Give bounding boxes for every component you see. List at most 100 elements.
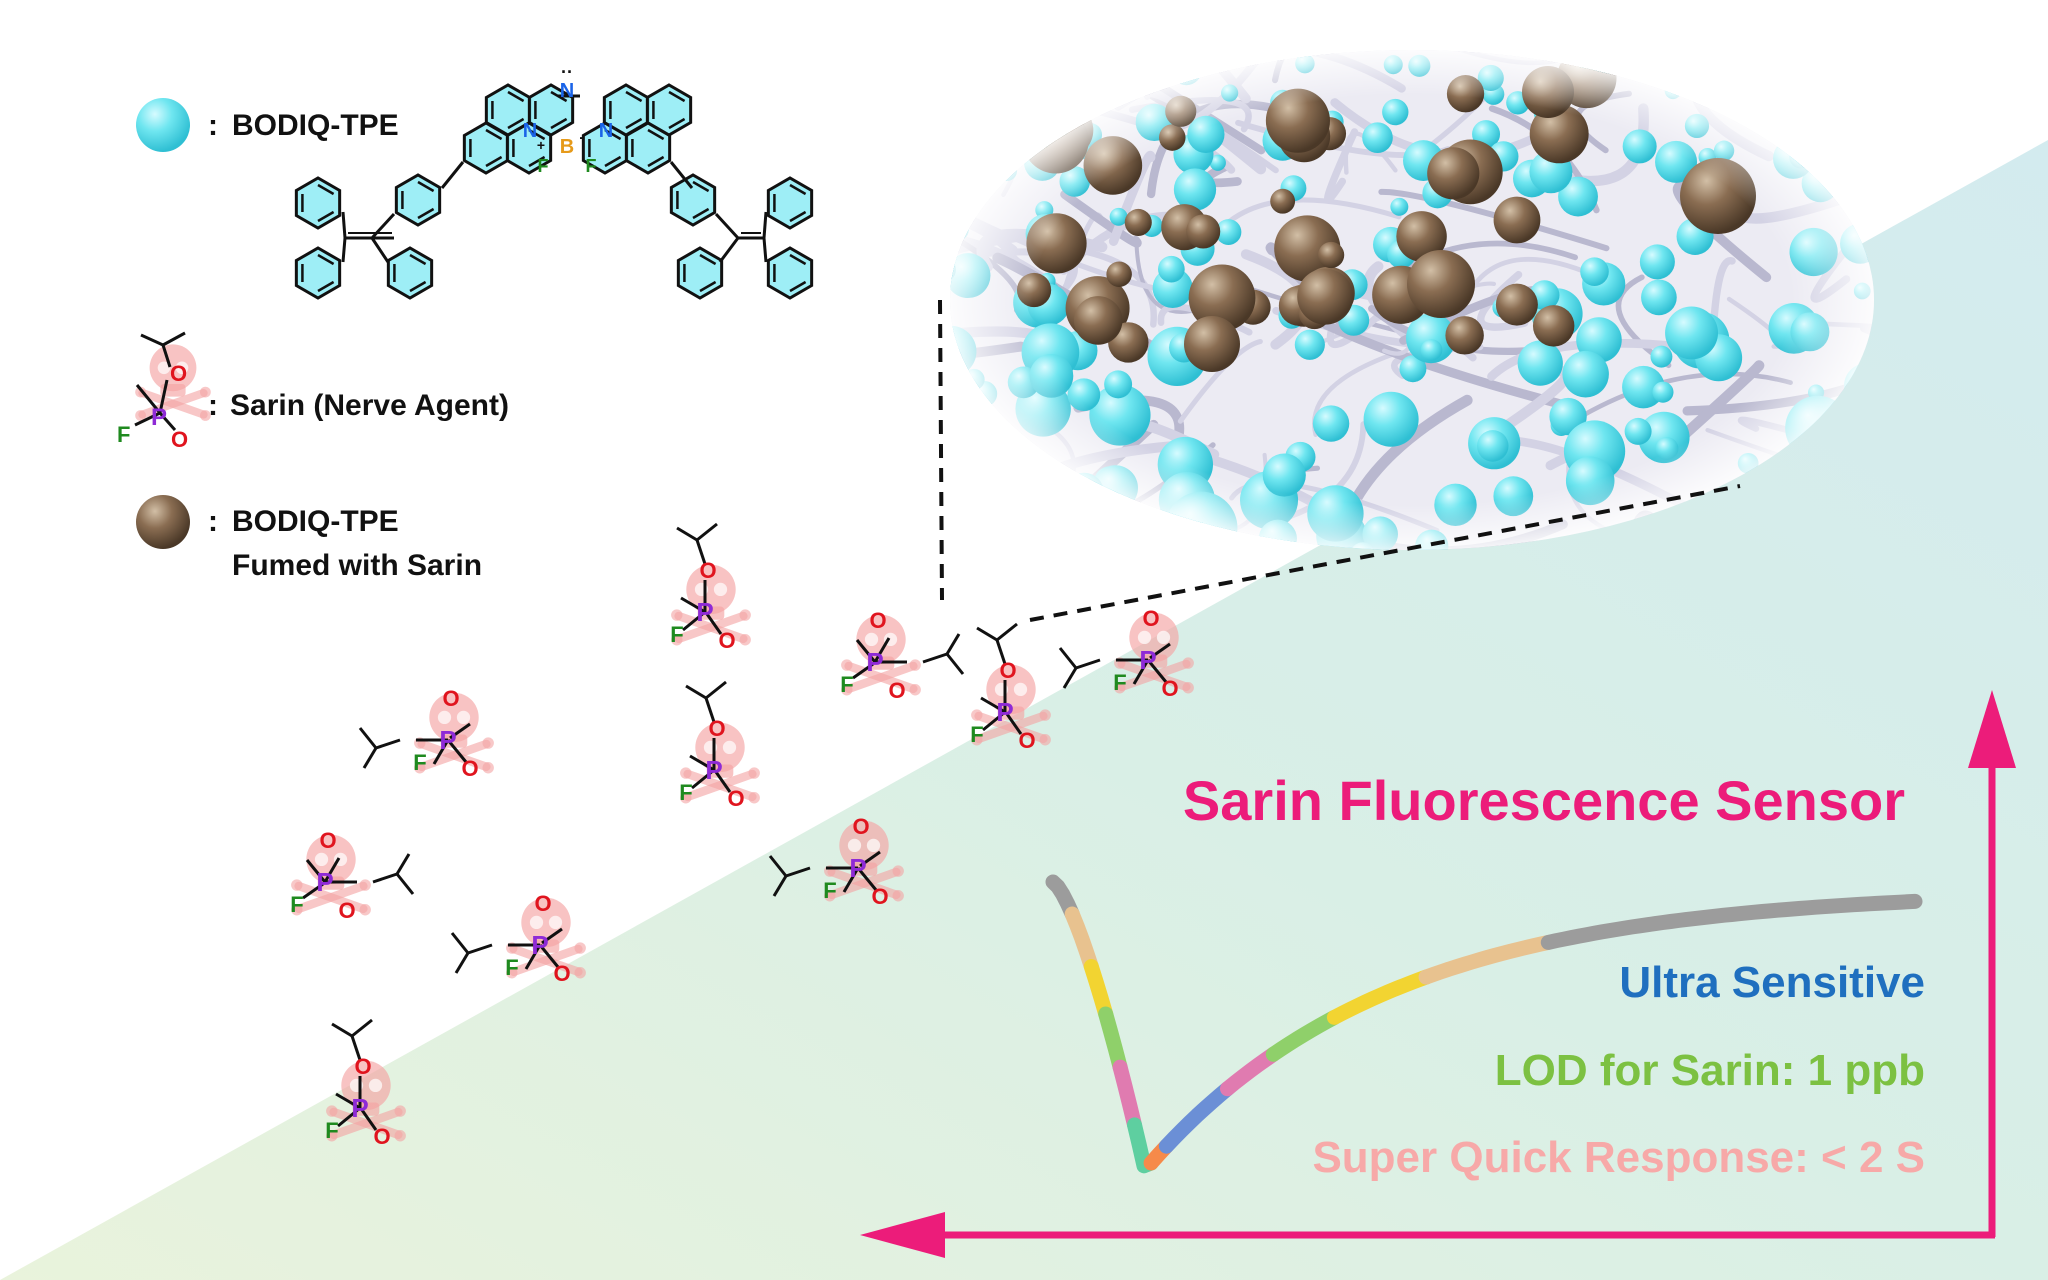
brown-sphere-icon: [136, 495, 190, 549]
bond: [440, 161, 465, 189]
benzene-ring: [645, 83, 693, 137]
bond: [395, 873, 415, 895]
bond: [852, 662, 874, 680]
cyan-sphere: [950, 534, 978, 550]
bond: [945, 633, 961, 655]
curve-segment: [1098, 1006, 1128, 1075]
legend-atom-p: P: [151, 404, 167, 431]
bond: [762, 211, 768, 239]
sarin-skeleton: [1058, 642, 1171, 689]
bond: [375, 738, 401, 750]
atom-f: F: [840, 672, 853, 697]
arrow-left-icon: [860, 1212, 945, 1258]
fiber: [950, 50, 1097, 65]
cyan-sphere: [1730, 67, 1747, 84]
cyan-sphere: [1001, 104, 1022, 125]
bond: [362, 747, 378, 769]
atom-o-ester: O: [534, 891, 551, 916]
curve-segment: [1418, 934, 1556, 985]
benzene-ring: [676, 246, 724, 300]
bond: [704, 697, 716, 723]
bond: [351, 1018, 373, 1038]
feature-lod: LOD for Sarin: 1 ppb: [1495, 1046, 1925, 1095]
benzene-ring: [766, 246, 814, 300]
fiber: [1074, 50, 1170, 108]
bond: [682, 610, 706, 632]
atom-p: P: [439, 725, 456, 755]
atom-boron: B: [560, 136, 574, 158]
benzene-ring: [294, 176, 342, 230]
legend: : BODIQ-TPE P O O F : Sarin (Nerve Agent…: [117, 98, 509, 582]
fiber: [1702, 50, 1811, 81]
bond: [341, 237, 347, 263]
atom-f-left: F: [538, 156, 549, 176]
sarin-skeleton: [685, 680, 732, 793]
fiber: [950, 321, 963, 377]
benzene-ring: [394, 173, 442, 227]
benzene-ring: [386, 246, 434, 300]
atom-f: F: [413, 750, 426, 775]
bond: [538, 944, 560, 968]
bond: [370, 212, 396, 240]
bond: [450, 932, 470, 954]
bond: [689, 754, 715, 772]
bond: [1005, 713, 1023, 735]
bond: [305, 859, 327, 883]
feature-response-time: Super Quick Response: < 2 S: [1312, 1133, 1925, 1182]
atom-p: P: [531, 930, 548, 960]
atom-o: O: [1018, 728, 1035, 753]
bond: [358, 727, 378, 749]
sarin-skeleton: [302, 853, 415, 900]
atom-o-ester: O: [869, 608, 886, 633]
bond: [873, 637, 891, 663]
sarin-skeleton: [450, 927, 563, 974]
atom-f: F: [290, 892, 303, 917]
bond: [1132, 659, 1150, 685]
atom-n-left: N: [523, 120, 537, 142]
atom-f: F: [325, 1118, 338, 1143]
atom-f-right: F: [586, 156, 597, 176]
bond: [842, 867, 860, 893]
bond: [360, 1109, 378, 1131]
bond: [714, 771, 732, 793]
cyan-sphere: [1031, 129, 1051, 149]
fiber: [1024, 515, 1219, 550]
bond: [980, 696, 1006, 714]
bond: [785, 866, 811, 878]
sarin-skeleton: [852, 633, 965, 680]
atom-o: O: [727, 786, 744, 811]
legend-colon-3: :: [208, 505, 218, 538]
sarin-skeleton: [976, 622, 1023, 735]
legend-bodiq-label: BODIQ-TPE: [232, 109, 399, 142]
fiber: [950, 65, 1031, 121]
curve-segment: [1540, 893, 1923, 950]
bond: [302, 882, 324, 900]
bond: [996, 622, 1018, 642]
bond: [691, 768, 715, 790]
atom-o-ester: O: [708, 716, 725, 741]
zoom-line-right: [1029, 484, 1741, 622]
fiber: [950, 107, 1023, 166]
bond: [976, 626, 998, 642]
atom-f: F: [970, 722, 983, 747]
cyan-sphere-icon: [136, 98, 190, 152]
bond: [1146, 659, 1168, 683]
bond: [695, 539, 707, 565]
sensor-title: Sarin Fluorescence Sensor: [1183, 769, 1905, 832]
fiber: [950, 129, 951, 248]
benzene-ring: [766, 176, 814, 230]
bond: [922, 652, 948, 664]
atom-o-ester: O: [852, 814, 869, 839]
bond: [945, 653, 965, 675]
bond: [705, 613, 723, 635]
bond: [1075, 658, 1101, 670]
